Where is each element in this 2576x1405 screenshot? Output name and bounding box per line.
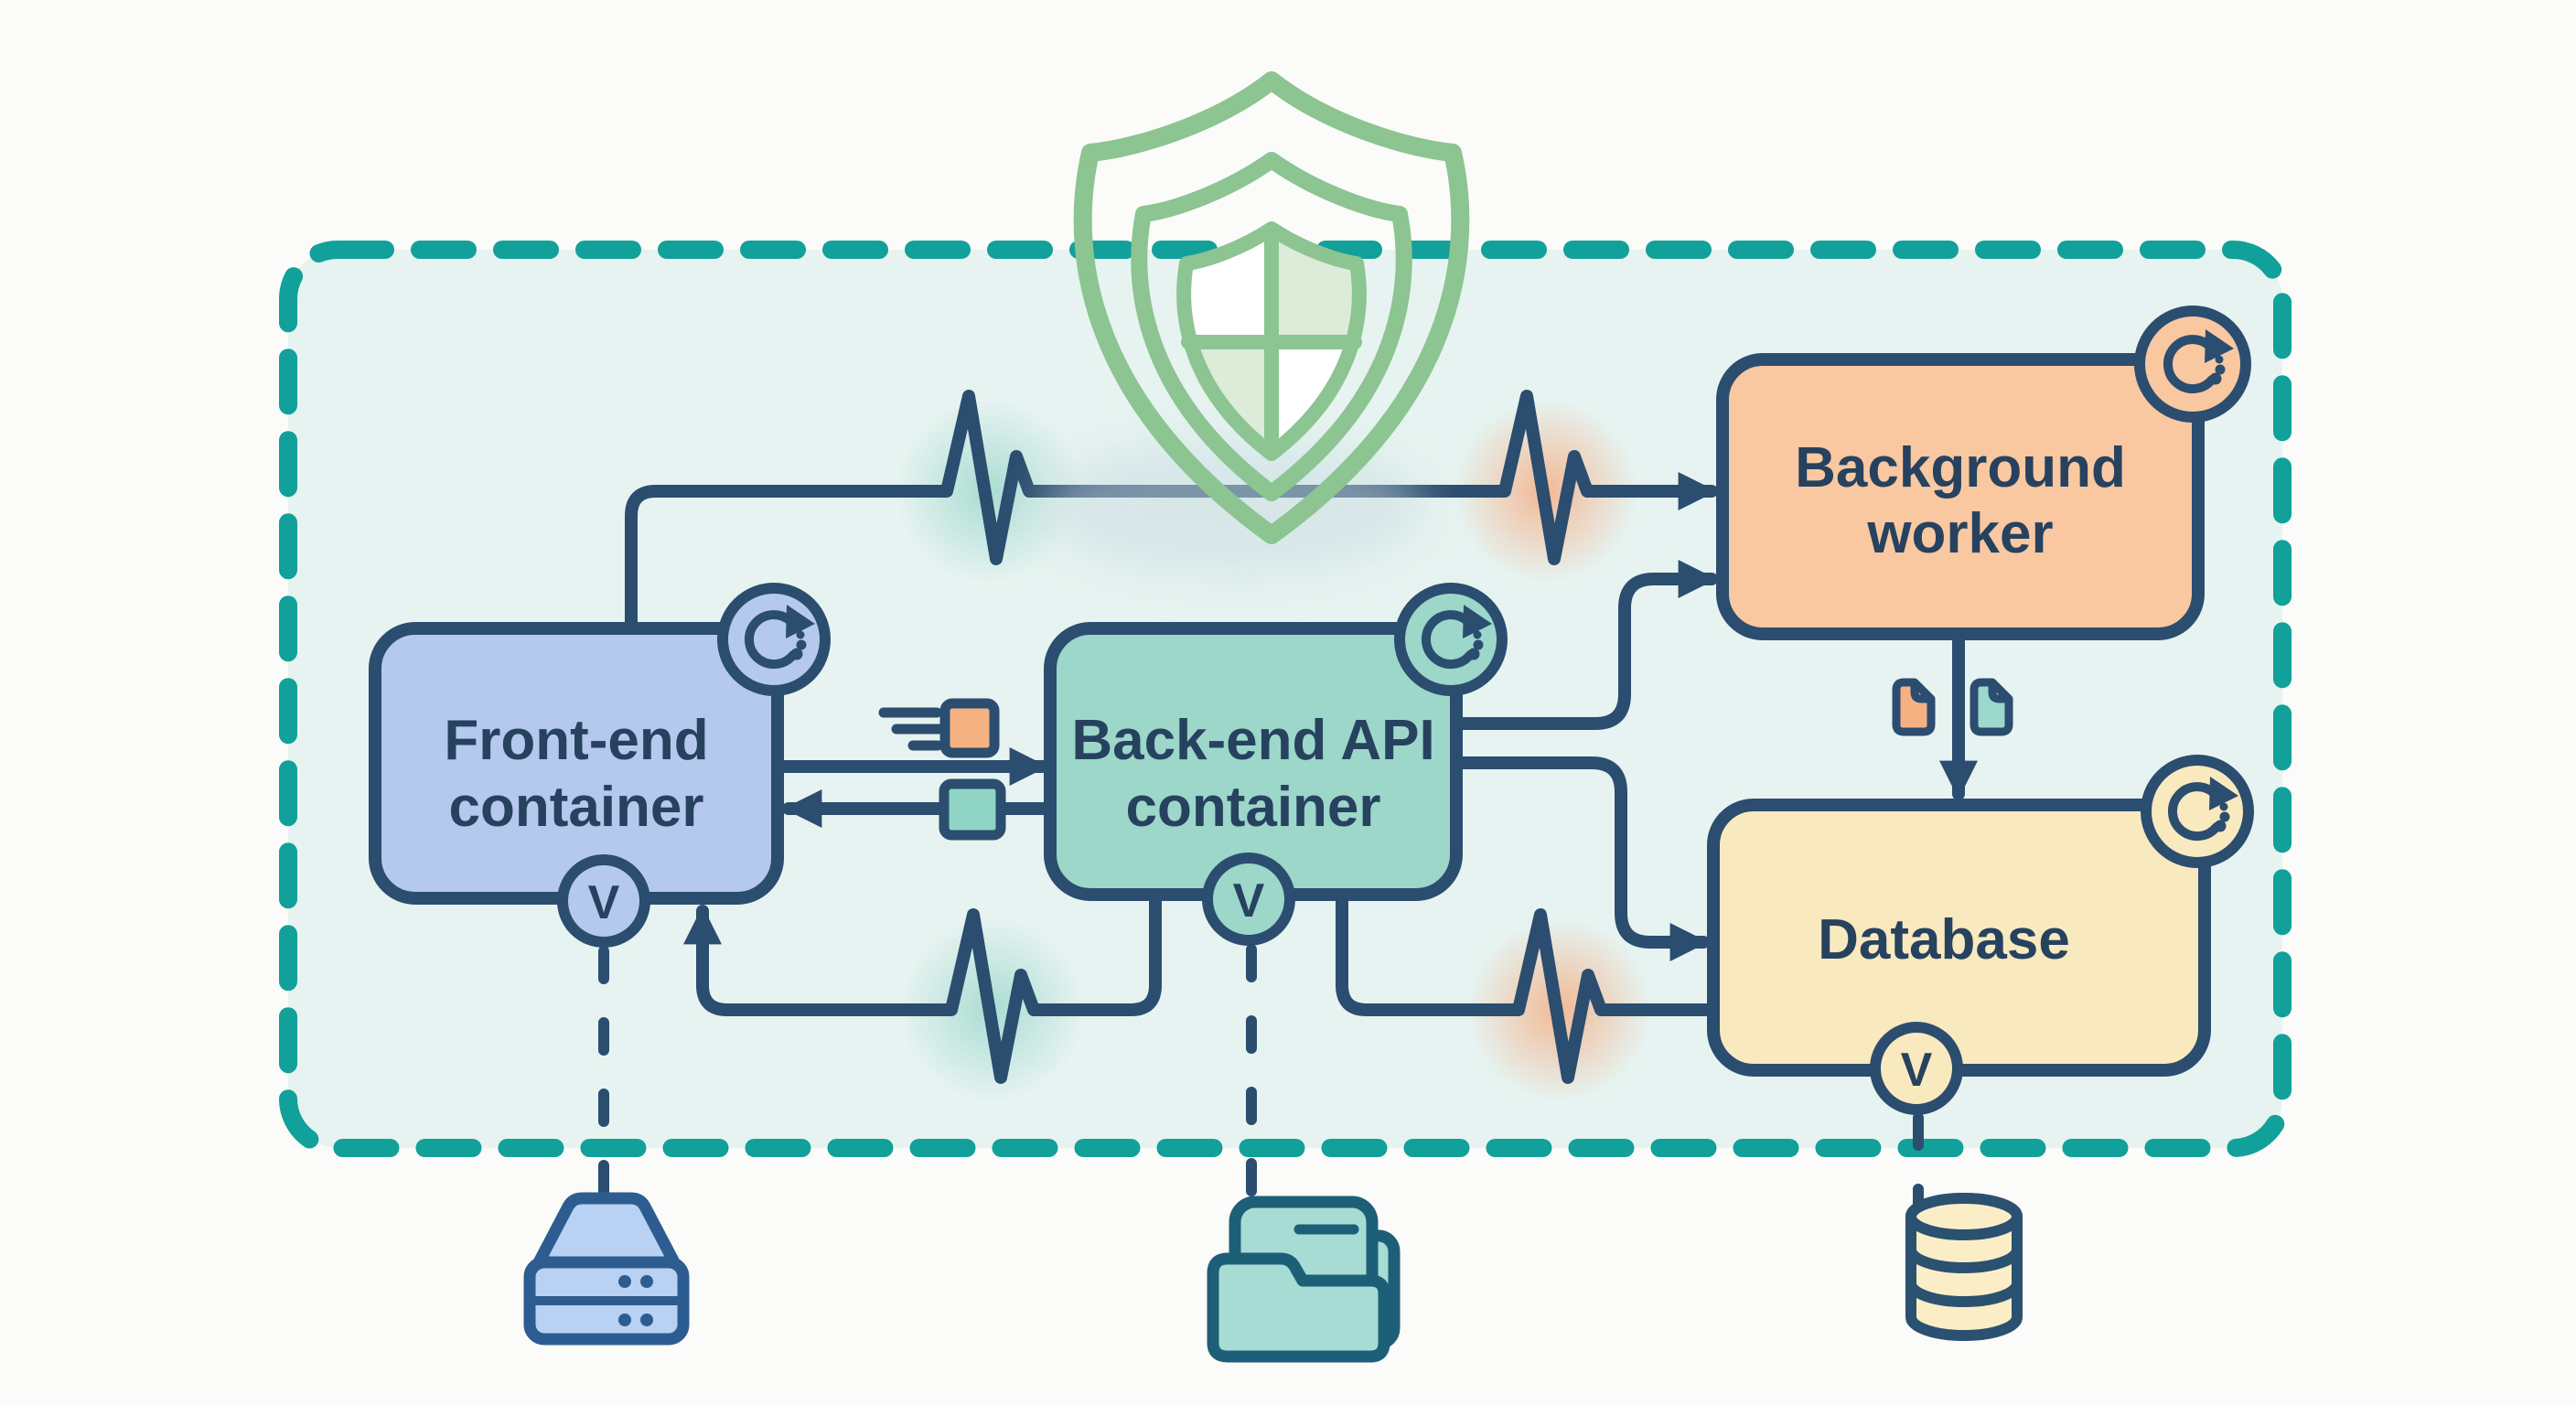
restart-badge-worker	[2134, 306, 2251, 423]
version-badge-letter: V	[588, 876, 620, 929]
node-worker: Background worker	[1716, 353, 2205, 640]
node-backend: Back-end API container	[1044, 622, 1463, 901]
node-frontend: Front-end container	[369, 622, 784, 905]
database-cylinder-icon	[1905, 1193, 2023, 1341]
version-badge-database: V	[1870, 1022, 1963, 1115]
arrow-backend-return-to-frontend	[683, 888, 1162, 1084]
version-badge-backend: V	[1202, 853, 1295, 946]
arrow-backend-to-database	[1450, 756, 1710, 961]
server-icon	[523, 1192, 690, 1346]
version-badge-letter: V	[1901, 1044, 1933, 1097]
shield-icon	[1041, 71, 1470, 576]
restart-badge-database	[2141, 755, 2254, 868]
frontend-label-line1: Front-end	[444, 709, 708, 772]
request-square-icon	[939, 698, 1000, 758]
file-icon-teal	[1974, 682, 2009, 732]
version-badge-letter: V	[1233, 874, 1265, 928]
frontend-label-line2: container	[448, 776, 703, 839]
backend-label-line1: Back-end API	[1071, 709, 1434, 772]
file-icon-orange	[1896, 682, 1931, 732]
worker-box	[1716, 353, 2205, 640]
restart-badge-frontend	[717, 583, 831, 696]
worker-label-line2: worker	[1866, 502, 2053, 565]
line-backend-to-database-bottom	[1336, 888, 1723, 1084]
version-badge-frontend: V	[557, 854, 650, 948]
folder-stack-icon	[1207, 1196, 1401, 1363]
node-database: Database	[1707, 799, 2211, 1077]
arrow-frontend-to-worker	[625, 390, 1718, 635]
worker-label-line1: Background	[1795, 436, 2126, 499]
database-label: Database	[1818, 908, 2070, 971]
arrow-backend-to-worker	[1450, 560, 1718, 730]
request-response-markers	[878, 698, 1006, 841]
restart-badge-backend	[1394, 583, 1508, 696]
connectors	[625, 390, 1978, 1084]
response-square-icon	[939, 778, 1006, 841]
backend-label-line2: container	[1125, 776, 1380, 839]
